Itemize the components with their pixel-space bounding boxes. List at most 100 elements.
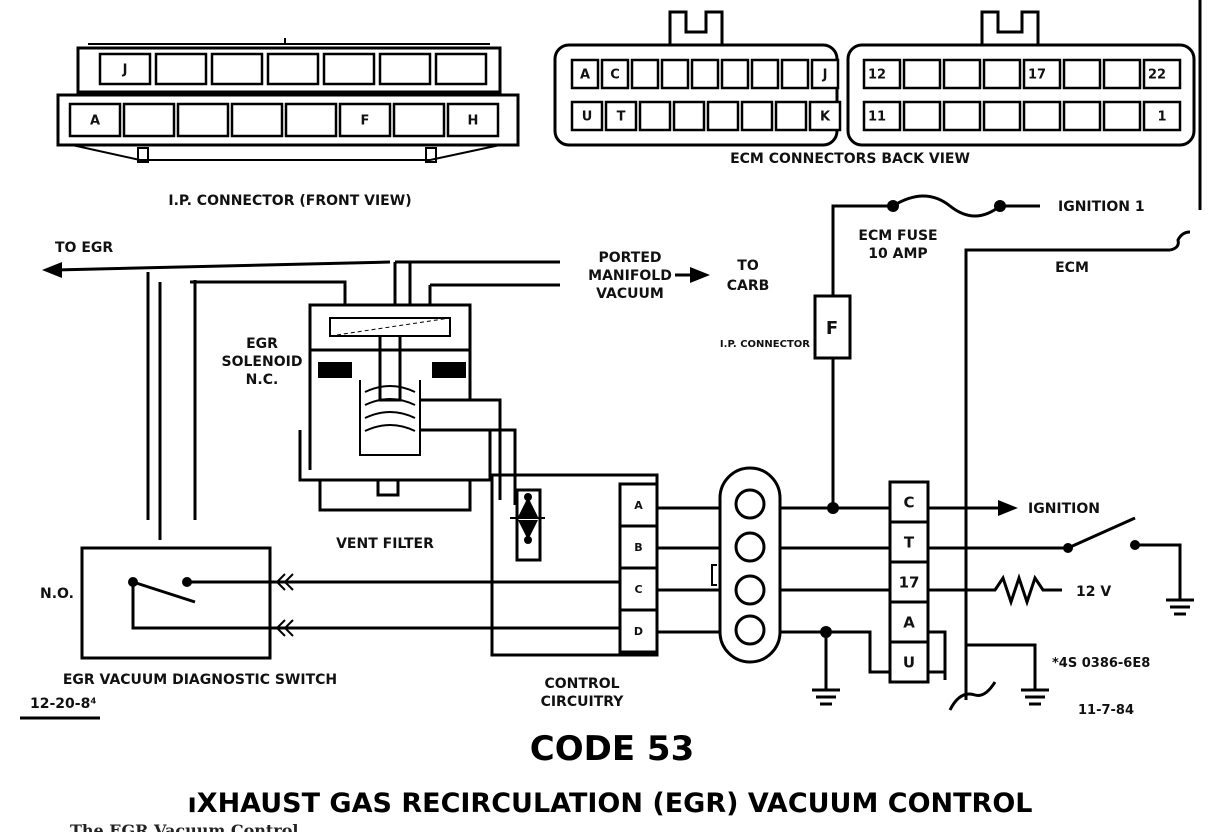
part-number: *4S 0386-6E8: [1052, 656, 1150, 671]
ecm-left-bottom-cell: [740, 100, 774, 132]
ecm-cell: [888, 560, 930, 604]
ip-top-pin-label: J: [122, 63, 128, 78]
ecm-right-top-cell: [1102, 58, 1142, 90]
ported-vacuum-line1: PORTED: [598, 250, 661, 266]
ecm-left-bottom-cell: [808, 100, 842, 132]
vacuum-hoses: [42, 260, 710, 540]
date-right: 11-7-84: [1078, 703, 1134, 718]
no-label: N.O.: [40, 586, 74, 602]
switch-caption: EGR VACUUM DIAGNOSTIC SWITCH: [63, 672, 337, 688]
egr-solenoid-line3: N.C.: [246, 372, 279, 388]
ecm-right-bottom-cell: [942, 100, 982, 132]
date-left: 12-20-8⁴: [30, 696, 96, 712]
ecm-cell: [888, 640, 930, 684]
ip-bottom-cell: [176, 102, 230, 138]
ecm-right-bottom-cell: [1062, 100, 1102, 132]
ecm-right-bottom-cell: [1142, 100, 1182, 132]
to-carb-line2: CARB: [727, 278, 770, 294]
ecm-right-top-cell: [982, 58, 1022, 90]
ecm-pin-label: C: [903, 493, 914, 511]
ip-bottom-cell: [68, 102, 122, 138]
ecm-right-top-cell: [1022, 58, 1062, 90]
ecm-connectors-caption: ECM CONNECTORS BACK VIEW: [730, 151, 970, 167]
ecm-left-top-cell: [570, 58, 600, 90]
ecm-right-top-cell: [862, 58, 902, 90]
ecm-right-top-cell: [1142, 58, 1182, 90]
ip-connector-small-label: I.P. CONNECTOR: [720, 339, 810, 350]
ecm-cell: [888, 600, 930, 644]
ip-bottom-pin-label: H: [468, 114, 479, 129]
ecm-left-top-pin-label: J: [822, 68, 828, 83]
f-pin-label: F: [826, 318, 838, 339]
ip-bottom-pin-label: A: [90, 114, 100, 129]
ecm-right-top-cell: [1062, 58, 1102, 90]
ecm-pin-label: U: [903, 653, 915, 671]
to-egr-arrow: [42, 262, 62, 278]
to-egr-label: TO EGR: [55, 240, 113, 256]
ip-top-cell: [266, 52, 320, 86]
control-circuitry: A B C D CONTROL CIRCUITRY: [490, 473, 659, 710]
control-circuitry-line2: CIRCUITRY: [541, 694, 625, 710]
ecm-right-bottom-cell: [1022, 100, 1062, 132]
ecm-right-bottom-cell: [902, 100, 942, 132]
ignition-label: IGNITION: [1028, 501, 1100, 517]
ecm-left-bottom-pin-label: K: [820, 110, 831, 125]
ecm-left-top-cell: [810, 58, 840, 90]
egr-solenoid: EGR SOLENOID N.C. VENT FILTER: [222, 303, 517, 552]
ip-bottom-cell: [338, 102, 392, 138]
ecm-left-bottom-pin-label: T: [617, 110, 626, 125]
ecm-left-bottom-cell: [570, 100, 604, 132]
ctrl-cell: [618, 566, 659, 612]
ecm-label: ECM: [1055, 260, 1089, 276]
ecm-left-top-cell: [780, 58, 810, 90]
ip-bottom-cell: [284, 102, 338, 138]
ecm-fuse-line2: 10 AMP: [868, 246, 927, 262]
ctrl-pin-label: D: [634, 625, 643, 638]
ignition-1-label: IGNITION 1: [1058, 199, 1145, 215]
ip-bottom-cell: [446, 102, 500, 138]
ecm-left-top-pin-label: A: [580, 68, 590, 83]
ip-top-cell: [210, 52, 264, 86]
ip-top-cell: [322, 52, 376, 86]
ecm-right-top-cell: [942, 58, 982, 90]
ecm-left-bottom-cell: [638, 100, 672, 132]
ecm-left-top-cell: [690, 58, 720, 90]
control-circuitry-line1: CONTROL: [544, 676, 619, 692]
ecm-left-bottom-cell: [774, 100, 808, 132]
ecm-pin-label: T: [904, 533, 915, 551]
ecm-right-bottom-pin-label: 1: [1157, 110, 1166, 125]
ecm-right-top-pin-label: 17: [1028, 68, 1046, 83]
ecm-right-bottom-cell: [862, 100, 902, 132]
ecm-left-top-cell: [720, 58, 750, 90]
egr-solenoid-line1: EGR: [246, 336, 278, 352]
ctrl-pin-label: C: [634, 583, 642, 596]
page-subtitle: ıXHAUST GAS RECIRCULATION (EGR) VACUUM C…: [188, 788, 1033, 819]
ip-connector-caption: I.P. CONNECTOR (FRONT VIEW): [168, 193, 411, 209]
ported-vacuum-line2: MANIFOLD: [588, 268, 672, 284]
ctrl-pin-label: B: [634, 541, 642, 554]
ip-top-cell: [434, 52, 488, 86]
twelve-v-label: 12 V: [1076, 584, 1111, 600]
ecm-right-bottom-pin-label: 11: [868, 110, 886, 125]
ecm-right-bottom-cell: [982, 100, 1022, 132]
ip-bottom-cell: [122, 102, 176, 138]
ip-top-cell: [154, 52, 208, 86]
ecm-left-bottom-cell: [706, 100, 740, 132]
page-title: CODE 53: [530, 729, 694, 769]
ecm-pin-label: 17: [899, 573, 920, 591]
ecm-left-top-cell: [600, 58, 630, 90]
ecm-right-bottom-cell: [1102, 100, 1142, 132]
ip-top-cell: [98, 52, 152, 86]
ctrl-pin-label: A: [634, 499, 643, 512]
footer-fragment: The EGR Vacuum Control...: [70, 821, 315, 832]
harness-connector: [711, 466, 782, 664]
vent-filter-label: VENT FILTER: [336, 536, 434, 552]
egr-solenoid-line2: SOLENOID: [222, 354, 303, 370]
ground-left: [812, 626, 840, 706]
ecm-left-top-cell: [660, 58, 690, 90]
ecm-right-top-pin-label: 22: [1148, 68, 1166, 83]
ecm-left-bottom-cell: [604, 100, 638, 132]
